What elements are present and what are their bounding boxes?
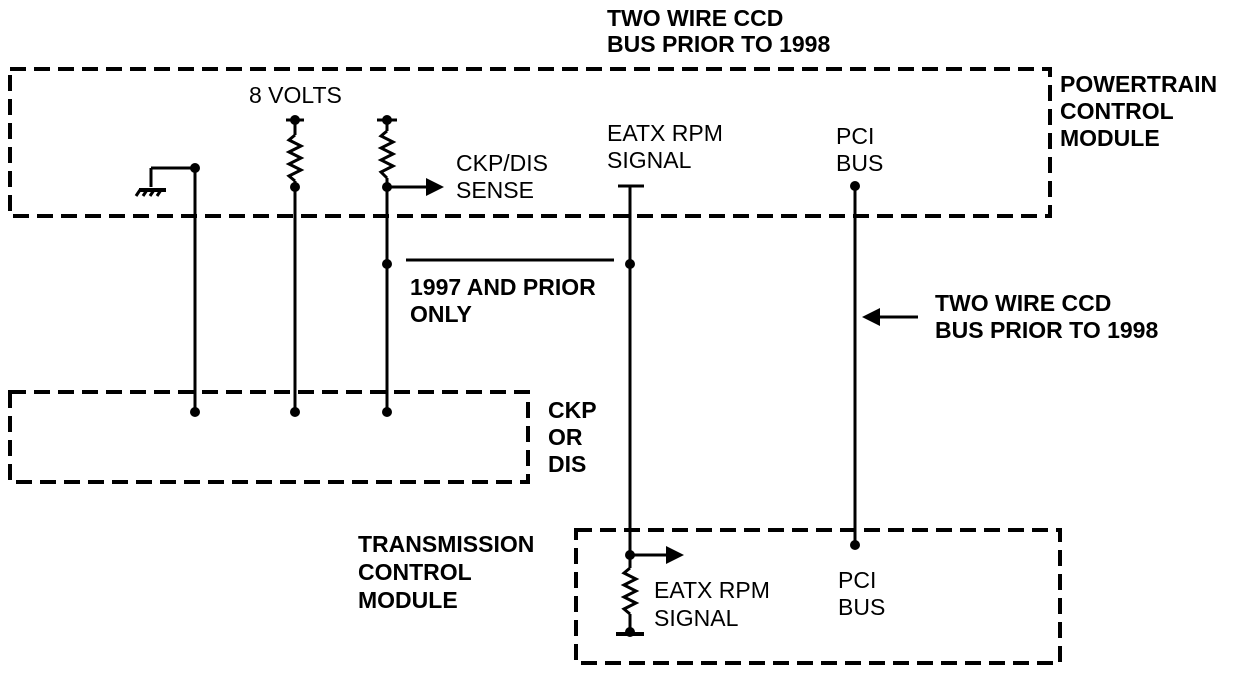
ccd-bus-mid-label: TWO WIRE CCD [935, 290, 1111, 316]
eatx-tcm-label-line2: SIGNAL [654, 605, 739, 631]
tcm-title-line3: MODULE [358, 587, 458, 613]
pci-tcm-label-line2: BUS [838, 594, 885, 620]
ckp-title-line1: CKP [548, 397, 597, 423]
tcm-title-line2: CONTROL [358, 559, 472, 585]
pcm-ground-symbol [134, 166, 195, 197]
ccd-bus-mid-label-line2: BUS PRIOR TO 1998 [935, 317, 1158, 343]
sense-ckp-node [382, 407, 392, 417]
supply-pcm-node [290, 182, 300, 192]
ccd-bus-top-label-line2: BUS PRIOR TO 1998 [607, 31, 830, 57]
supply-resistor [285, 118, 305, 183]
eatx-pcm-label: EATX RPM [607, 120, 723, 146]
pcm-title-line3: MODULE [1060, 125, 1160, 151]
pcm-title-line2: CONTROL [1060, 98, 1174, 124]
pci-pcm-node [850, 181, 860, 191]
ground-wire-pcm-node [190, 163, 200, 173]
transmission-control-module-box [574, 528, 1062, 665]
eatx-pcm-label-line2: SIGNAL [607, 147, 692, 173]
eatx-tcm-label: EATX RPM [654, 577, 770, 603]
eight-volts-label: 8 VOLTS [249, 82, 342, 108]
tcm-pulldown-resistor [616, 555, 644, 636]
prior-label: 1997 AND PRIOR [410, 274, 596, 300]
sense-resistor [377, 118, 397, 180]
supply-ckp-node [290, 407, 300, 417]
pci-tcm-label: PCI [838, 567, 876, 593]
tcm-title-line1: TRANSMISSION [358, 531, 534, 557]
ckp-dis-sense-label: CKP/DIS [456, 150, 548, 176]
ccd-bus-arrow-icon [862, 308, 918, 326]
ckp-title-line3: DIS [548, 451, 586, 477]
pci-pcm-label: PCI [836, 123, 874, 149]
sense-splice-node [382, 259, 392, 269]
ckp-dis-sense-label-line2: SENSE [456, 177, 534, 203]
pcm-title-line1: POWERTRAIN [1060, 71, 1217, 97]
pci-tcm-node [850, 540, 860, 550]
tcm-ground-node [625, 627, 635, 637]
pci-pcm-label-line2: BUS [836, 150, 883, 176]
ckp-title-line2: OR [548, 424, 583, 450]
ground-wire-ckp-node [190, 407, 200, 417]
supply-top-node [290, 115, 300, 125]
sense-top-node [382, 115, 392, 125]
powertrain-control-module-box [8, 67, 1052, 218]
eatx-splice-node [625, 259, 635, 269]
ckp-sense-arrow-icon [387, 178, 444, 196]
eatx-tcm-arrow-icon [630, 546, 684, 564]
ccd-bus-top-label: TWO WIRE CCD [607, 5, 783, 31]
prior-label-line2: ONLY [410, 301, 472, 327]
ckp-dis-sensor-box [8, 390, 530, 484]
